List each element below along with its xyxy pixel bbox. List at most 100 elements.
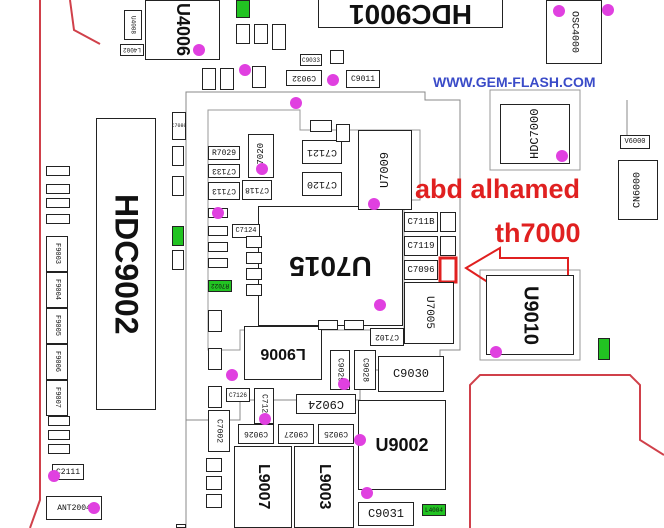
cap-c7133: C7133: [208, 164, 240, 178]
pad-dot: [368, 198, 380, 210]
pad: [48, 416, 70, 426]
chip-hdc9001-body: [318, 0, 503, 28]
pad: [310, 120, 332, 132]
chip-u4006: U4006: [145, 0, 220, 60]
pad: [172, 250, 184, 270]
pad: [246, 268, 262, 280]
pad-dot: [239, 64, 251, 76]
pad: [208, 242, 228, 252]
pad-dot: [361, 487, 373, 499]
pad-dot: [259, 413, 271, 425]
pad: [176, 524, 186, 528]
outline-hdc7000: [489, 89, 581, 171]
pad-dot: [226, 369, 238, 381]
cap-c7096: C7096: [404, 260, 438, 280]
cap-c7102: C7102: [370, 328, 404, 346]
chip-l9003: L9003: [294, 446, 354, 528]
chip-l9006: L9006: [244, 326, 322, 380]
pad: [208, 386, 222, 408]
cap-c7126: C7126: [226, 388, 250, 402]
pad: [172, 146, 184, 166]
trace-left: [29, 0, 41, 528]
cap-c9030: C9030: [378, 356, 444, 392]
pad: [272, 24, 286, 50]
annotation-name: abd alhamed: [415, 174, 581, 204]
cap-c711b: C711B: [404, 212, 438, 232]
pad: [246, 252, 262, 264]
fuse-f9004: F9004: [46, 272, 68, 308]
pad-dot: [88, 502, 100, 514]
cap-c9026: C9026: [238, 424, 274, 444]
pad-dot: [212, 207, 224, 219]
cap-c9028: C9028: [354, 350, 376, 390]
pad-dot: [48, 470, 60, 482]
pad: [330, 50, 344, 64]
fuse-f9006: F9006: [46, 344, 68, 380]
pad: [206, 476, 222, 490]
green-pad: [236, 0, 250, 18]
trace-right-upper: [626, 100, 640, 141]
pad: [46, 184, 70, 194]
cap-c9032: C9032: [286, 70, 322, 86]
pad: [202, 68, 216, 90]
part-l4004: L4004: [422, 504, 446, 516]
green-pad: [598, 338, 610, 360]
pad: [208, 226, 228, 236]
trace-bottom-right: [469, 374, 664, 528]
cap-c7124: C7124: [232, 224, 260, 238]
cap-c9027: C9027: [278, 424, 314, 444]
annotation-model: th7000: [495, 218, 581, 248]
pad: [440, 212, 456, 232]
pad-dot: [327, 74, 339, 86]
chip-u9002: U9002: [358, 400, 446, 490]
cap-c7120: C7120: [302, 172, 342, 196]
cap-c7119: C7119: [404, 236, 438, 256]
pad-dot: [490, 346, 502, 358]
pad: [208, 348, 222, 370]
pad: [208, 310, 222, 332]
pad: [206, 494, 222, 508]
pad: [246, 236, 262, 248]
cap-c7002: C7002: [208, 410, 230, 452]
cap-c7113: C7113: [208, 182, 240, 200]
pad-dot: [602, 4, 614, 16]
cap-c7121: C7121: [302, 140, 342, 164]
pad-dot: [290, 97, 302, 109]
chip-u7009: U7009: [358, 130, 412, 210]
cap-c7118: C7118: [242, 180, 272, 200]
part-u4008: U4008: [124, 10, 142, 40]
pad: [46, 214, 70, 224]
trace-top-left: [69, 0, 101, 45]
part-l4002: L4002: [120, 44, 144, 56]
pad-dot: [354, 434, 366, 446]
pad: [48, 444, 70, 454]
pad-dot: [556, 150, 568, 162]
pad-dot: [553, 5, 565, 17]
part-v6000: V6000: [620, 135, 650, 149]
pad: [220, 68, 234, 90]
pad: [236, 24, 250, 44]
cap-c9033: C9033: [300, 54, 322, 66]
res-r7029: R7029: [208, 146, 240, 160]
pad-dot: [193, 44, 205, 56]
pad: [318, 320, 338, 330]
pad: [252, 66, 266, 88]
chip-u9010: U9010: [486, 275, 574, 355]
pad: [344, 320, 364, 330]
green-pad: [172, 226, 184, 246]
fuse-f9007: F9007: [46, 380, 68, 416]
pad: [206, 458, 222, 472]
pad: [208, 258, 228, 268]
res-r7022: R7022: [208, 280, 232, 292]
chip-l9007: L9007: [234, 446, 292, 528]
cap-c9024: C9024: [296, 394, 356, 414]
chip-cn6000: CN6000: [618, 160, 658, 220]
pad: [46, 198, 70, 208]
part-c7080: C7080: [172, 112, 186, 140]
chip-hdc9002: HDC9002: [96, 118, 156, 410]
pad: [172, 176, 184, 196]
pad-dot: [338, 378, 350, 390]
pad: [246, 284, 262, 296]
cap-c9031: C9031: [358, 502, 414, 526]
outline-u9010: [479, 269, 581, 361]
